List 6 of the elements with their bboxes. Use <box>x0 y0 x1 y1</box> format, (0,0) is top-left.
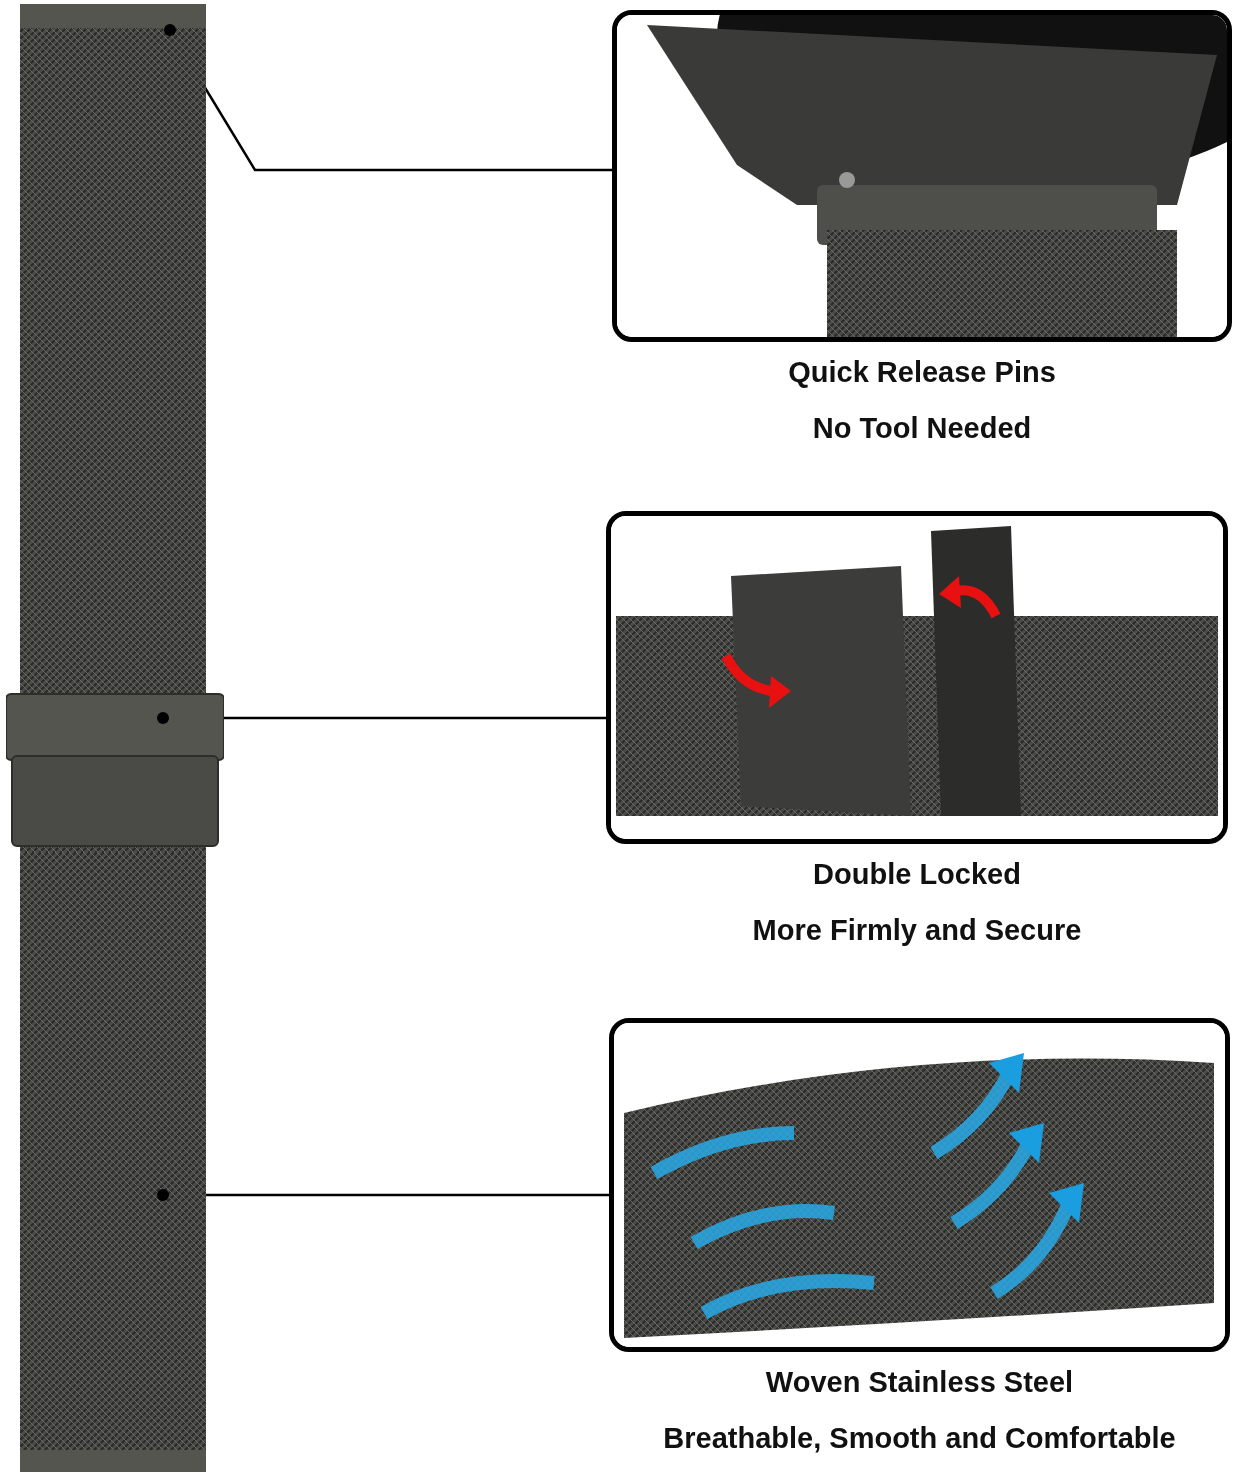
caption-text: Breathable, Smooth and Comfortable <box>663 1422 1176 1455</box>
caption-heading: Woven Stainless Steel <box>765 1366 1074 1399</box>
caption-heading: Quick Release Pins <box>788 356 1056 389</box>
caption-heading: Double Locked <box>813 858 1021 891</box>
caption-text: No Tool Needed <box>812 412 1032 445</box>
caption-text: More Firmly and Secure <box>752 914 1082 947</box>
